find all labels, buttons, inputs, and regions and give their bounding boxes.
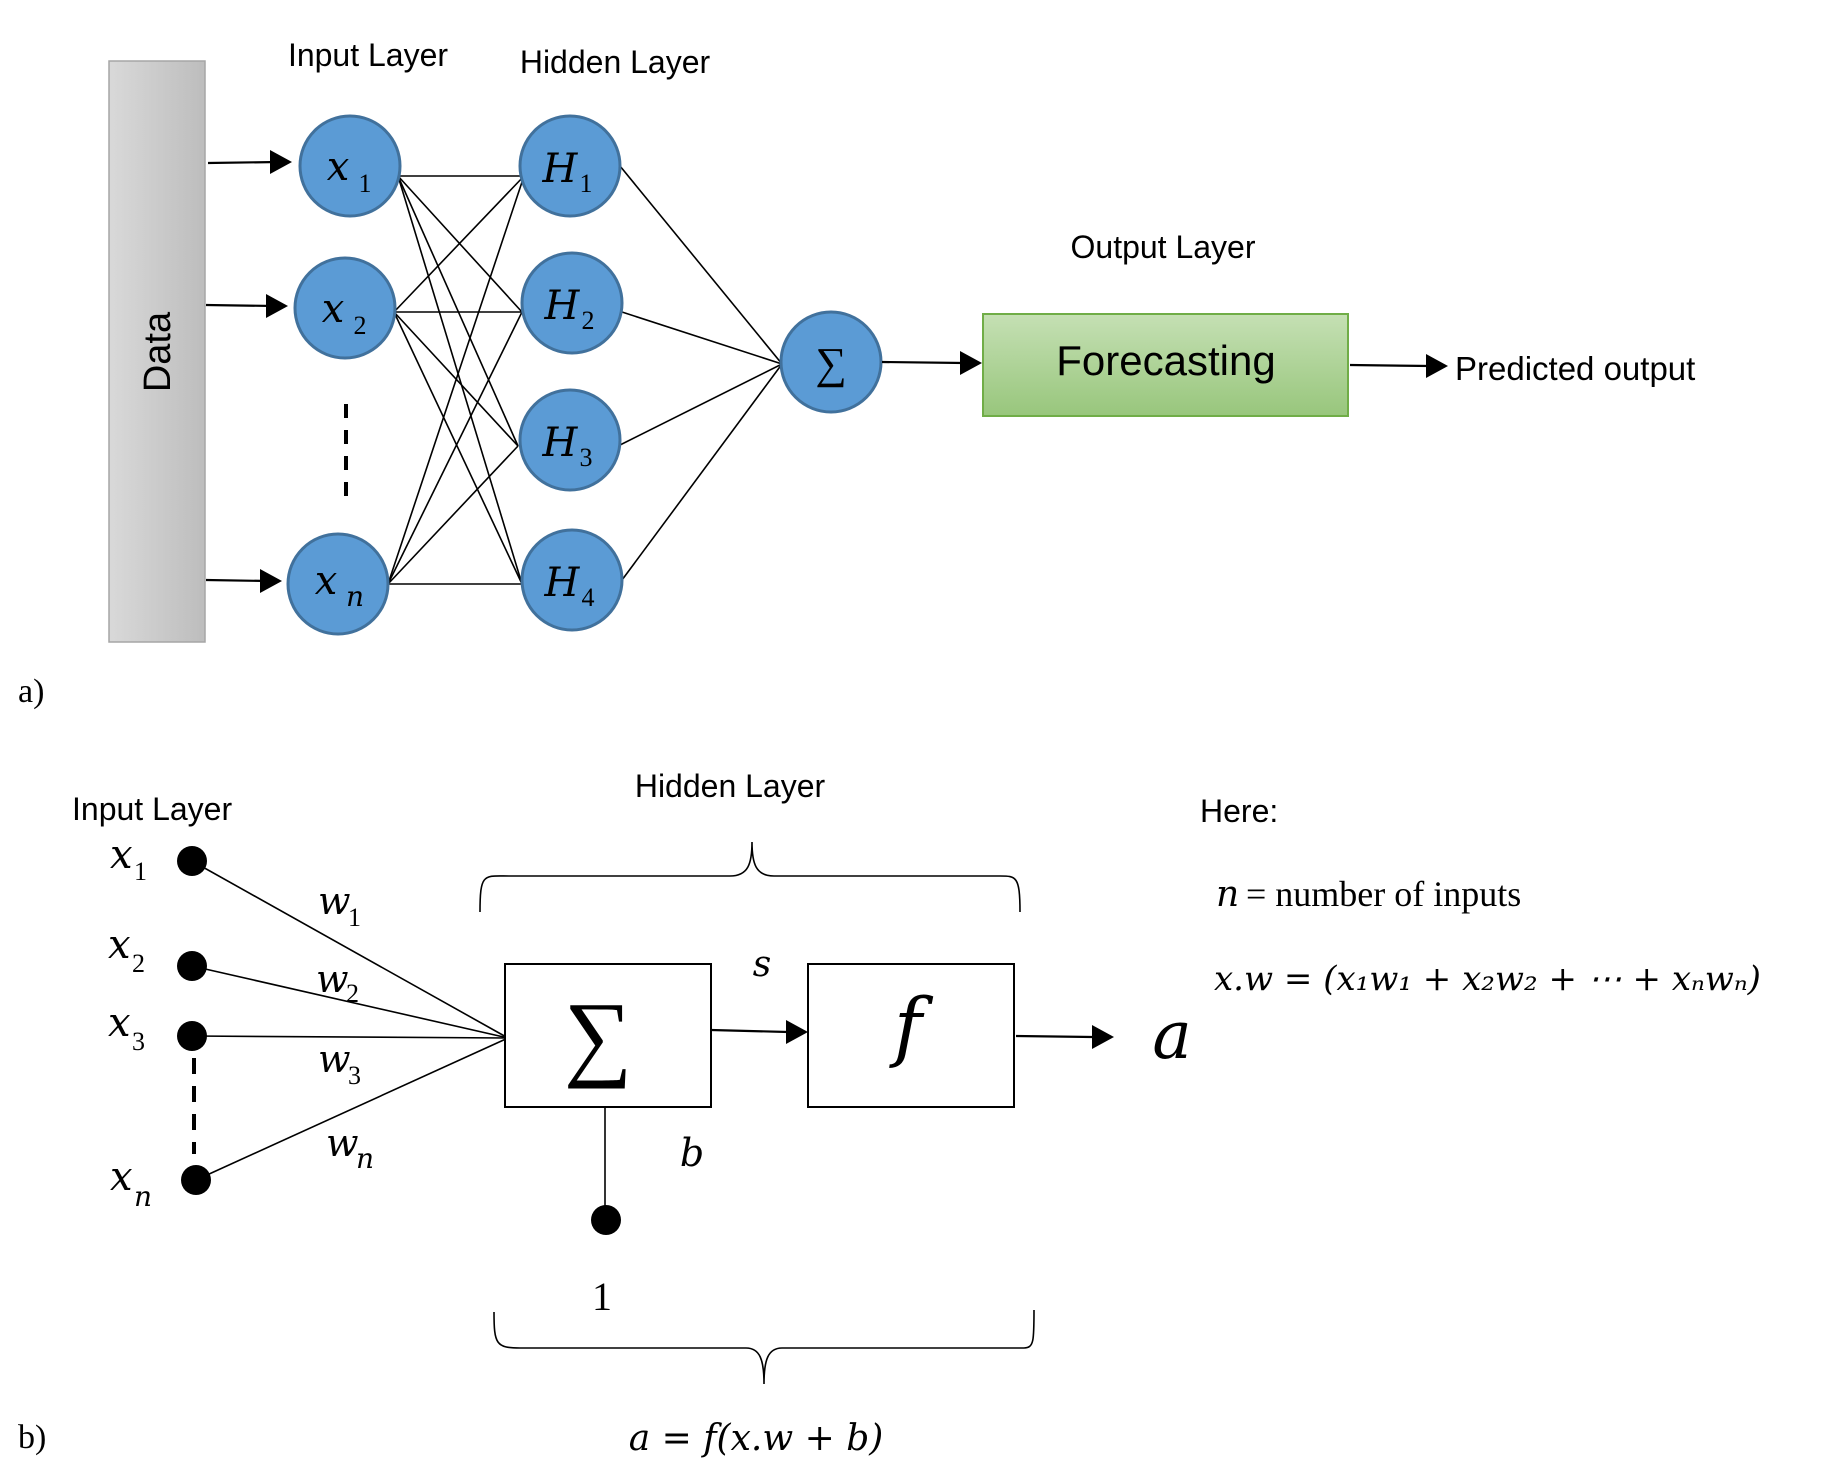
data-label: Data [137,311,179,392]
b-input-xn-symbol: x [110,1154,133,1200]
input-node-xn-sub: n [346,580,364,613]
hidden-node-h3: H 3 [518,388,622,492]
b-weight-w1: w 1 [318,879,361,932]
hidden-node-h3-symbol: H [542,420,579,466]
input-node-xn: x n [286,532,390,636]
hidden-node-h4-symbol: H [544,560,581,606]
input-node-xn-symbol: x [315,558,338,604]
input-hidden-connections [387,175,525,585]
forecasting-box: Forecasting [982,313,1349,417]
data-bar [108,60,206,643]
b-weight-wn-symbol: w [326,1121,359,1165]
b-weight-w2-sub: 2 [346,979,359,1008]
panel-b: Input Layer Hidden Layer x 1 x 2 x 3 x n [18,768,1761,1459]
b-input-layer-title: Input Layer [72,791,232,827]
hidden-node-h1-symbol: H [542,146,579,192]
input-layer-title: Input Layer [288,37,448,73]
input-node-x2-symbol: x [322,286,345,332]
b-f-box: f [807,963,1015,1108]
b-sum-box: ∑ [504,963,712,1108]
b-weight-w1-sub: 1 [348,903,361,932]
b-xw-definition: x.w = (x₁w₁ + x₂w₂ + ⋯ + xₙwₙ) [1214,959,1761,999]
b-input-x3-symbol: x [108,1000,131,1046]
b-input-x1: x 1 [110,832,207,886]
b-input-xn: x n [110,1154,211,1213]
forecasting-label: Forecasting [1056,337,1275,384]
input-node-x1: x 1 [298,114,402,218]
b-input-x1-sub: 1 [134,857,147,886]
b-formula: a = f(x.w + b) [629,1418,884,1459]
b-input-x1-symbol: x [110,832,133,878]
hidden-node-h1-sub: 1 [580,169,593,198]
b-weight-w3-symbol: w [318,1037,351,1081]
hidden-layer-title: Hidden Layer [520,44,711,80]
bottom-brace [493,1309,1035,1385]
input-node-x1-symbol: x [327,144,350,190]
b-output-arrow [1015,1025,1114,1049]
b-n-definition: n = number of inputs [1216,874,1521,915]
hidden-node-h2: H 2 [520,251,624,355]
b-n-def-var: n [1216,874,1239,915]
b-hidden-layer-title: Hidden Layer [635,768,826,804]
b-a-label: a [1152,997,1191,1074]
hidden-sum-connections [617,165,783,581]
b-weight-w1-symbol: w [318,879,351,923]
top-brace [479,841,1021,913]
b-input-x2: x 2 [108,922,207,981]
b-input-xn-sub: n [134,1180,152,1213]
b-input-x3-sub: 3 [132,1027,145,1056]
b-input-x3: x 3 [108,1000,207,1056]
panel-b-tag: b) [18,1419,46,1456]
hidden-node-h4-sub: 4 [582,583,595,612]
hidden-node-h4: H 4 [520,528,624,632]
hidden-node-h2-sub: 2 [582,306,595,335]
b-input-x2-symbol: x [108,922,131,968]
sum-node: ∑ [779,310,883,414]
panel-a: Data Input Layer Hidden Layer Output Lay… [18,37,1695,710]
predicted-arrow [1349,354,1448,378]
b-s-label: s [753,944,771,985]
b-one-label: 1 [592,1274,612,1319]
b-weight-w2-symbol: w [316,957,349,1001]
b-weight-lines [191,860,509,1181]
input-node-x2-sub: 2 [354,311,367,340]
hidden-node-h3-sub: 3 [580,443,593,472]
b-here-label: Here: [1200,793,1278,829]
b-b-label: b [680,1131,704,1175]
b-input-x2-sub: 2 [132,949,145,978]
b-n-def-text: = number of inputs [1246,874,1521,914]
hidden-node-h1: H 1 [518,114,622,218]
b-s-arrow [710,1020,808,1044]
hidden-node-h2-symbol: H [544,283,581,329]
b-bias-input [591,1107,621,1235]
sum-forecast-arrow [881,351,982,375]
b-weight-wn-sub: n [356,1142,374,1175]
predicted-output-label: Predicted output [1455,350,1695,387]
b-weight-wn: w n [326,1121,374,1175]
sum-node-symbol: ∑ [815,339,846,388]
panel-a-tag: a) [18,673,44,710]
input-node-x2: x 2 [293,256,397,360]
output-layer-title: Output Layer [1071,229,1256,265]
b-weight-w3: w 3 [318,1037,361,1090]
b-weight-w3-sub: 3 [348,1061,361,1090]
b-sum-symbol: ∑ [564,982,632,1089]
b-weight-w2: w 2 [316,957,359,1008]
input-node-x1-sub: 1 [359,169,372,198]
data-arrows [205,150,292,593]
